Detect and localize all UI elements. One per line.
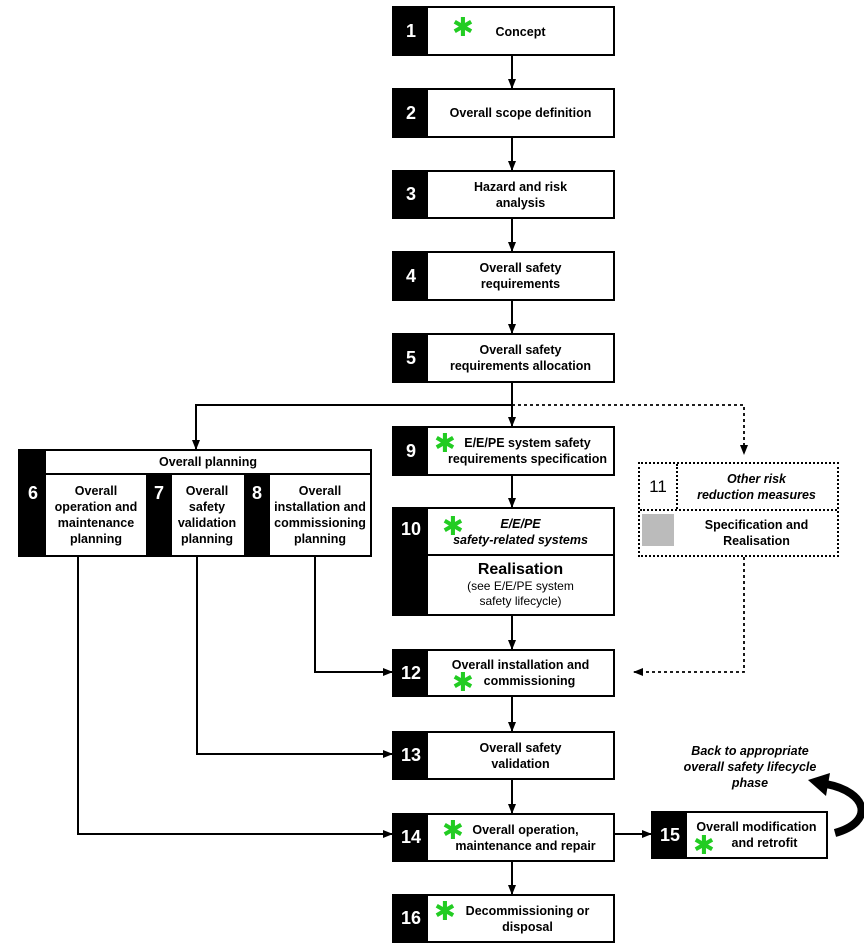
step-number: 1 [394,8,428,54]
asterisk-icon: ✱ [452,13,474,43]
step-number: 11 [640,464,678,509]
step-number: 13 [394,733,428,778]
step-number: 6 [20,475,46,555]
back-to-lifecycle-note: Back to appropriate overall safety lifec… [683,744,817,790]
step-label-line1: Overall modification [696,820,817,834]
step-number: 10 [394,509,428,614]
step-label-line2: validation [491,756,550,771]
step-label-line2: disposal [502,919,553,934]
asterisk-icon: ✱ [442,816,464,846]
step-label-line1: Overall installation and [451,658,590,672]
step-5-allocation: 5 Overall safety requirements allocation [392,333,615,383]
spec-line2: Realisation [723,534,790,548]
dotted-arrow-11-12 [633,557,745,676]
asterisk-icon: ✱ [434,429,456,459]
step-label-line1: Decommissioning or [465,903,590,918]
step-number: 4 [394,253,428,299]
step-2-scope: 2 Overall scope definition [392,88,615,138]
step-14-operation: 14 ✱ Overall operation,maintenance and r… [392,813,615,862]
step-number: 9 [394,428,428,474]
arrow-to-planning [192,404,512,450]
asterisk-icon: ✱ [434,897,456,927]
curved-back-arrow [825,780,864,837]
realisation-sub2: safety lifecycle) [479,594,562,608]
step-label-line1: E/E/PE [500,516,541,531]
arrow-6-14 [77,557,393,838]
arrow-7-13 [196,557,393,758]
asterisk-icon: ✱ [693,831,715,861]
step-label-line2: maintenance and repair [455,838,596,853]
curved-back-arrowhead [808,773,830,796]
realisation-title: Realisation [477,561,564,578]
step-number: 8 [244,475,270,555]
step-label-line1: Other risk [726,471,787,486]
step-1-concept: 1 ✱ Concept [392,6,615,56]
step-label-line2: requirements specification [447,452,608,466]
asterisk-icon: ✱ [442,512,464,542]
divider [20,473,370,475]
step-number: 3 [394,172,428,217]
step-label: Concept [495,25,546,39]
asterisk-icon: ✱ [452,668,474,698]
step-label-line2: commissioning [483,674,576,688]
step-number: 5 [394,335,428,381]
step-label-line1: Hazard and risk [473,179,568,194]
step-label-line2: requirements [480,277,561,291]
arrow-8-12 [314,557,393,676]
dotted-arrow-to-11 [512,404,748,455]
step-15-modification: 15 ✱ Overall modification and retrofit [651,811,828,859]
step-number: 12 [394,651,428,695]
planning-header: Overall planning [159,455,257,469]
header-block [20,451,46,473]
step-label-line1: Overall safety [479,740,562,755]
realisation-section: Realisation (see E/E/PE system safety li… [428,556,613,614]
step-label-line2: analysis [495,195,546,210]
step-number: 2 [394,90,428,136]
step-number: 16 [394,896,428,941]
step-label-line2: and retrofit [731,836,798,850]
step-number: 14 [394,815,428,860]
step-label-line2: safety-related systems [453,532,588,547]
step-label-line1: Overall operation, [472,822,579,837]
divider [640,509,837,511]
divider [394,554,613,556]
step-number: 7 [146,475,172,555]
step-12-installation: 12 ✱ Overall installation and commissioni… [392,649,615,697]
step-label-line1: E/E/PE system safety [464,436,591,450]
step-9-ee-pe-spec: 9 ✱ E/E/PE system safety requirements spe… [392,426,615,476]
step-label-line2: requirements allocation [449,359,591,373]
step-4-safety-requirements: 4 Overall safety requirements [392,251,615,301]
step-number: 15 [653,813,687,857]
step-label-line2: reduction measures [697,487,816,502]
step-label: Overall scope definition [449,106,592,120]
step-label-line1: Overall safety [479,261,562,275]
step-label-line1: Overall safety [479,343,562,357]
realisation-sub1: (see E/E/PE system [467,579,574,593]
spec-line1: Specification and [704,518,809,532]
gray-placeholder-block [642,514,674,546]
